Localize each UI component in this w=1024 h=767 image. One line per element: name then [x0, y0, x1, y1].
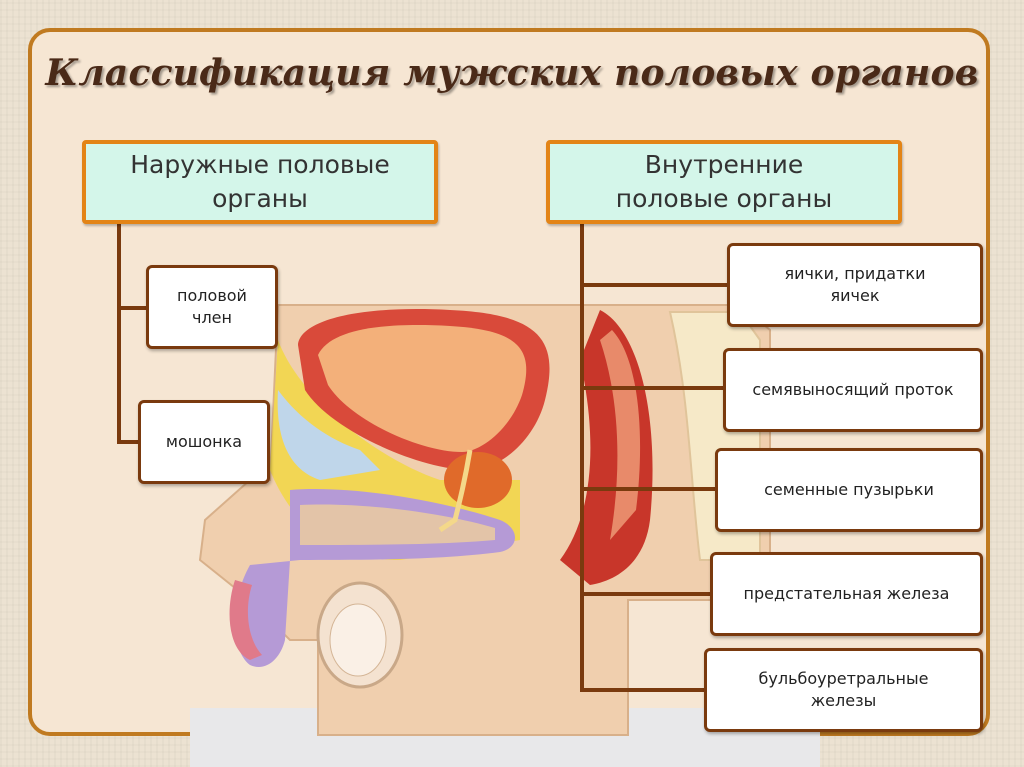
internal-item-bulbourethral: бульбоуретральные железы: [704, 648, 983, 732]
external-item-scrotum: мошонка: [138, 400, 270, 484]
internal-item-testes: яички, придатки яичек: [727, 243, 983, 327]
external-branch-2: [117, 440, 139, 444]
internal-branch-1: [580, 283, 730, 287]
external-organs-heading: Наружные половые органы: [82, 140, 438, 224]
prostate: [444, 452, 512, 508]
external-item-label: мошонка: [165, 432, 243, 451]
internal-item-label: яички, придатки яичек: [784, 264, 926, 305]
external-branch-1: [117, 306, 149, 310]
internal-branch-3: [580, 487, 718, 491]
internal-item-seminal-vesicles: семенные пузырьки: [715, 448, 983, 532]
external-trunk: [117, 222, 121, 444]
diagram-title: Классификация мужских половых органов: [45, 52, 979, 94]
external-organs-heading-text: Наружные половые органы: [130, 150, 390, 213]
external-item-penis: половой член: [146, 265, 278, 349]
internal-item-label: семенные пузырьки: [764, 480, 934, 499]
internal-organs-heading: Внутренние половые органы: [546, 140, 902, 224]
internal-item-label: предстательная железа: [743, 584, 950, 603]
internal-item-label: бульбоуретральные железы: [758, 669, 929, 710]
internal-item-prostate: предстательная железа: [710, 552, 983, 636]
internal-branch-5: [580, 688, 706, 692]
external-item-label: половой член: [177, 286, 247, 327]
internal-trunk: [580, 222, 584, 692]
internal-branch-4: [580, 592, 714, 596]
internal-branch-2: [580, 386, 726, 390]
internal-item-label: семявыносящий проток: [752, 380, 954, 399]
bladder-inner: [318, 325, 527, 452]
internal-organs-heading-text: Внутренние половые органы: [615, 150, 833, 213]
internal-item-vas-deferens: семявыносящий проток: [723, 348, 983, 432]
